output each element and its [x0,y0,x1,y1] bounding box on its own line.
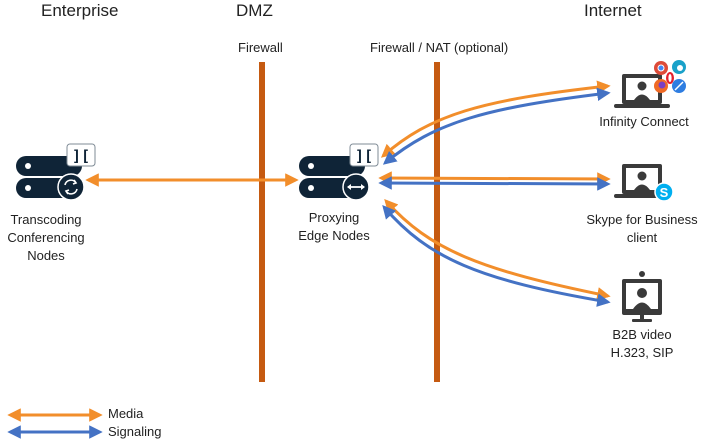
transcoding-nodes-label: Transcoding Conferencing Nodes [7,212,85,263]
infinity-connect-label: Infinity Connect [599,114,689,129]
signaling-link-skype [378,176,611,191]
signaling-link-infinity [382,87,611,165]
b2b-video-label: B2B video H.323, SIP [610,327,674,360]
skype-logo-icon [654,182,674,202]
firewall-nat-line [434,62,440,382]
legend-media-label: Media [108,406,144,421]
svg-text:S: S [660,185,669,200]
infinity-laptop-icon [614,74,670,108]
svg-text:][: ][ [72,147,90,165]
transcoding-server-icon: ][ [16,143,96,201]
video-endpoint-icon [622,271,662,322]
zone-dmz: DMZ [236,1,273,20]
media-link-skype [378,171,611,186]
svg-text:][: ][ [355,147,373,165]
proxying-nodes-label: Proxying Edge Nodes [298,210,370,243]
double-arrow-icon [347,184,365,190]
zone-internet: Internet [584,1,642,20]
firewall-label: Firewall [238,40,283,55]
firewall-line [259,62,265,382]
legend-signaling-label: Signaling [108,424,162,439]
browser-icons [654,60,686,93]
signaling-link-b2b [382,204,611,307]
skype-laptop-icon: S [614,164,674,202]
refresh-icon [64,179,78,195]
zone-enterprise: Enterprise [41,1,119,20]
skype-client-label: Skype for Business client [586,212,698,245]
proxy-server-icon: ][ [299,143,379,201]
firewall-nat-label: Firewall / NAT (optional) [370,40,509,55]
